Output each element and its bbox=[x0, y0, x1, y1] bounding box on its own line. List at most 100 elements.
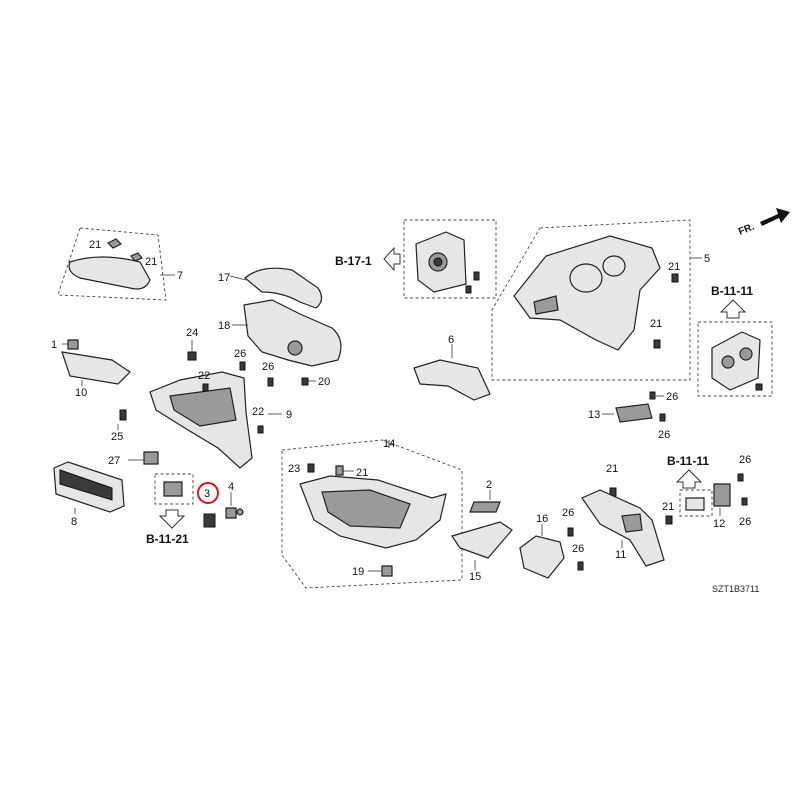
part-18-lower-column-cover bbox=[243, 299, 342, 367]
fr-label: FR. bbox=[737, 221, 756, 237]
b-17-1-group: B-17-1 bbox=[335, 219, 497, 299]
callout-24: 24 bbox=[186, 327, 198, 339]
part-26-screw-icon bbox=[741, 497, 748, 506]
b-11-21-dashed-box bbox=[154, 473, 194, 505]
callout-18: 18 bbox=[218, 320, 230, 332]
part-19-clip-icon bbox=[381, 565, 393, 577]
part-13-group: 13 26 26 bbox=[588, 391, 678, 441]
part-5-group: 5 21 21 bbox=[491, 219, 710, 381]
callout-7: 7 bbox=[177, 270, 183, 282]
part-21-clip-icon bbox=[665, 515, 673, 525]
callout-21: 21 bbox=[356, 467, 368, 479]
part-13-trim-piece bbox=[615, 403, 653, 423]
callout-13: 13 bbox=[588, 409, 600, 421]
part-11-12-group: 21 11 B-11-11 21 12 26 26 bbox=[581, 454, 751, 567]
part-7-dashed-box bbox=[57, 227, 167, 301]
callout-21: 21 bbox=[668, 261, 680, 273]
part-9-group: 24 26 26 22 22 9 25 20 bbox=[111, 327, 330, 469]
part-17-upper-column-cover bbox=[244, 267, 323, 309]
part-7-glove-box-trim bbox=[68, 256, 151, 290]
callout-8: 8 bbox=[71, 516, 77, 528]
callout-14: 14 bbox=[383, 438, 395, 450]
part-1-clip-icon bbox=[67, 339, 79, 350]
b-11-11-switch-icon bbox=[685, 497, 705, 511]
part-21-clip-icon bbox=[130, 252, 143, 262]
ref-b-11-21: B-11-21 bbox=[146, 532, 189, 546]
callout-21: 21 bbox=[89, 239, 101, 251]
diagram-code: SZT1B3711 bbox=[712, 584, 759, 594]
part-2-pad bbox=[469, 501, 501, 513]
part-21-clip-icon bbox=[653, 339, 661, 349]
b-11-21-switch-icon bbox=[163, 481, 183, 497]
part-14-panel-recess bbox=[321, 489, 411, 529]
part-4-cap-icon bbox=[225, 507, 237, 519]
left-arrow-icon bbox=[383, 246, 401, 272]
callout-26: 26 bbox=[234, 348, 246, 360]
b-11-11-knob-icon bbox=[739, 347, 753, 361]
b-17-1-clip-icon bbox=[465, 285, 472, 294]
part-15-knee-panel bbox=[451, 521, 513, 559]
part-4-cap-icon bbox=[236, 508, 244, 516]
part-26-screw-icon bbox=[567, 527, 574, 537]
part-16-bracket bbox=[519, 535, 565, 579]
part-26-screw-icon bbox=[267, 377, 274, 387]
callout-20: 20 bbox=[318, 376, 330, 388]
part-6-group: 6 bbox=[413, 334, 491, 401]
leader-line bbox=[229, 275, 247, 281]
callout-3: 3 bbox=[204, 488, 210, 500]
callout-5: 5 bbox=[704, 253, 710, 265]
part-3-socket-icon bbox=[203, 513, 216, 528]
callout-26: 26 bbox=[658, 429, 670, 441]
ignition-switch-icon bbox=[287, 340, 303, 356]
part-21-clip-icon bbox=[671, 273, 679, 283]
callout-10: 10 bbox=[75, 387, 87, 399]
callout-12: 12 bbox=[713, 518, 725, 530]
ref-b-17-1: B-17-1 bbox=[335, 254, 372, 268]
parts-2-15-16-group: 2 15 16 26 26 bbox=[451, 479, 584, 583]
callout-9: 9 bbox=[286, 409, 292, 421]
b-11-11-clip-icon bbox=[755, 383, 763, 391]
part-5-instrument-panel bbox=[513, 235, 661, 351]
steering-column-covers: 17 18 bbox=[218, 267, 342, 367]
b-11-11-top-group: B-11-11 bbox=[697, 284, 773, 397]
part-10-dashboard-side-trim bbox=[61, 351, 131, 385]
callout-1: 1 bbox=[51, 339, 57, 351]
front-direction-indicator: FR. bbox=[737, 208, 790, 238]
callout-23: 23 bbox=[288, 463, 300, 475]
part-23-clip-icon bbox=[307, 463, 315, 473]
part-12-bracket bbox=[713, 483, 731, 507]
callout-21: 21 bbox=[650, 318, 662, 330]
b-11-11-top-dashed-box bbox=[697, 321, 773, 397]
part-11-panel-edge bbox=[621, 513, 643, 533]
callout-21: 21 bbox=[662, 501, 674, 513]
part-26-screw-icon bbox=[577, 561, 584, 571]
callout-21: 21 bbox=[606, 463, 618, 475]
part-20-screw-icon bbox=[301, 377, 309, 386]
part-24-nut-icon bbox=[187, 351, 197, 361]
part-26-screw-icon bbox=[239, 361, 246, 371]
part-6-bracket bbox=[413, 359, 491, 401]
parts-3-4-group: 3 4 bbox=[197, 481, 244, 528]
callout-4: 4 bbox=[228, 481, 234, 493]
part-11-side-panel bbox=[581, 489, 665, 567]
part-14-group: 14 23 21 19 bbox=[281, 438, 463, 589]
callout-27: 27 bbox=[108, 455, 120, 467]
part-22-clip-icon bbox=[257, 425, 264, 434]
callout-11: 11 bbox=[615, 549, 626, 561]
part-5-dashed-box bbox=[491, 219, 691, 381]
up-arrow-icon bbox=[675, 469, 703, 489]
part-5-vent-recess bbox=[533, 295, 559, 315]
part-5-gauge-opening bbox=[569, 263, 603, 293]
b-11-11-right-dashed-box bbox=[679, 489, 713, 517]
part-26-screw-icon bbox=[649, 391, 656, 400]
b-17-1-dial-center-icon bbox=[433, 257, 443, 267]
ref-b-11-11-right: B-11-11 bbox=[667, 454, 709, 468]
callout-26: 26 bbox=[562, 507, 574, 519]
part-5-gauge-opening bbox=[602, 255, 626, 277]
part-9-glove-box-inner bbox=[169, 387, 237, 427]
callout-15: 15 bbox=[469, 571, 481, 583]
callout-19: 19 bbox=[352, 566, 364, 578]
part-22-clip-icon bbox=[202, 383, 209, 392]
callout-25: 25 bbox=[111, 431, 123, 443]
